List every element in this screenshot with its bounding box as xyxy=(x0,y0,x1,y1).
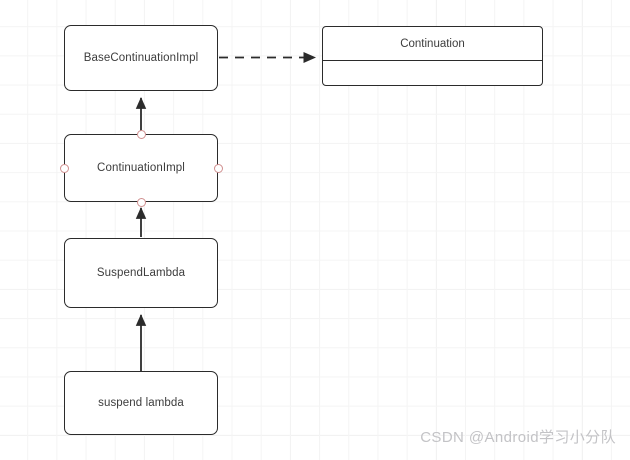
node-label-continuation: Continuation xyxy=(400,37,465,50)
node-continuation[interactable]: Continuation xyxy=(322,26,543,86)
node-label-base-continuation-impl: BaseContinuationImpl xyxy=(83,52,199,64)
connection-port-top[interactable] xyxy=(136,129,146,139)
node-base-continuation-impl[interactable]: BaseContinuationImpl xyxy=(64,25,218,91)
node-continuation-members-compartment xyxy=(323,61,542,85)
node-suspend-lambda-instance[interactable]: suspend lambda xyxy=(64,371,218,435)
connection-port-bottom[interactable] xyxy=(136,197,146,207)
connection-port-left[interactable] xyxy=(59,163,69,173)
node-suspend-lambda[interactable]: SuspendLambda xyxy=(64,238,218,308)
node-label-suspend-lambda: SuspendLambda xyxy=(96,267,186,279)
connection-port-right[interactable] xyxy=(213,163,223,173)
node-continuation-header: Continuation xyxy=(323,27,542,61)
node-label-suspend-lambda-instance: suspend lambda xyxy=(98,397,184,409)
node-label-continuation-impl: ContinuationImpl xyxy=(97,162,185,174)
watermark-text: CSDN @Android学习小分队 xyxy=(420,429,616,446)
node-continuation-impl[interactable]: ContinuationImpl xyxy=(64,134,218,202)
